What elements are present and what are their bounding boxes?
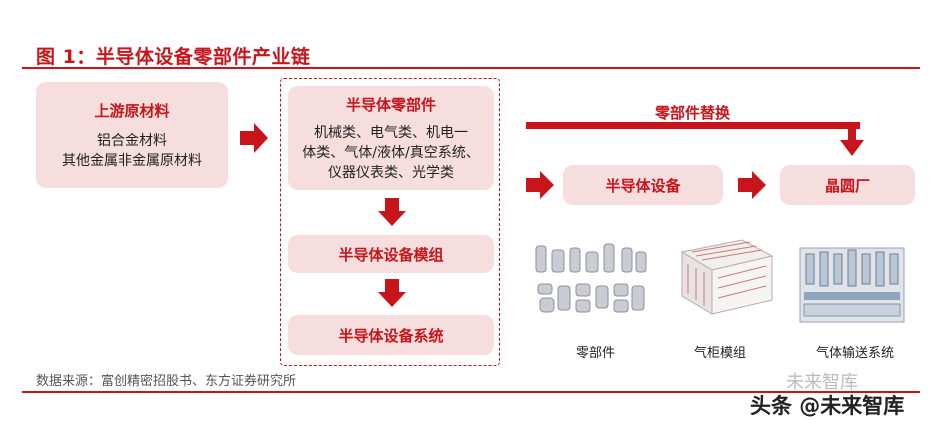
equipment-title: 半导体设备 — [605, 176, 681, 195]
gas-system-caption: 气体输送系统 — [816, 346, 895, 361]
replacement-arrow-icon — [526, 122, 864, 156]
parts-caption: 零部件 — [576, 346, 616, 361]
fab-box: 晶圆厂 — [780, 165, 915, 205]
components-line-3: 仪器仪表类、光学类 — [328, 164, 454, 181]
components-line-1: 机械类、电气类、机电一 — [314, 124, 468, 141]
system-box: 半导体设备系统 — [288, 315, 494, 355]
gas-cabinet-image — [680, 239, 774, 315]
module-box: 半导体设备模组 — [288, 235, 494, 273]
figure-title: 图 1：半导体设备零部件产业链 — [36, 46, 311, 68]
module-title: 半导体设备模组 — [338, 245, 444, 264]
upstream-box: 上游原材料 铝合金材料 其他金属非金属原材料 — [36, 82, 228, 188]
component-chain-group — [280, 78, 500, 366]
arrow-right-icon — [526, 171, 554, 199]
fab-title: 晶圆厂 — [824, 176, 870, 195]
watermark-top: 未来智库 — [786, 372, 858, 393]
upstream-line-2: 其他金属非金属原材料 — [62, 152, 202, 169]
arrow-down-icon — [378, 198, 406, 226]
gas-system-image — [799, 247, 905, 323]
arrow-right-icon — [240, 123, 268, 153]
arrow-down-icon — [378, 279, 406, 307]
components-title: 半导体零部件 — [345, 95, 436, 114]
components-line-2: 体类、气体/液体/真空系统、 — [302, 144, 480, 161]
bottom-divider — [22, 391, 920, 393]
system-title: 半导体设备系统 — [338, 326, 444, 345]
gas-cabinet-caption: 气柜模组 — [694, 346, 747, 361]
title-divider — [22, 67, 920, 69]
parts-image — [535, 243, 647, 313]
equipment-box: 半导体设备 — [563, 165, 723, 205]
upstream-line-1: 铝合金材料 — [97, 132, 167, 149]
replacement-label: 零部件替换 — [655, 104, 731, 122]
upstream-title: 上游原材料 — [94, 101, 170, 120]
watermark-bottom: 头条 @未来智库 — [750, 394, 905, 418]
arrow-right-icon — [738, 171, 766, 199]
figure-source: 数据来源：富创精密招股书、东方证券研究所 — [36, 374, 297, 389]
components-box: 半导体零部件 机械类、电气类、机电一 体类、气体/液体/真空系统、 仪器仪表类、… — [288, 86, 494, 190]
